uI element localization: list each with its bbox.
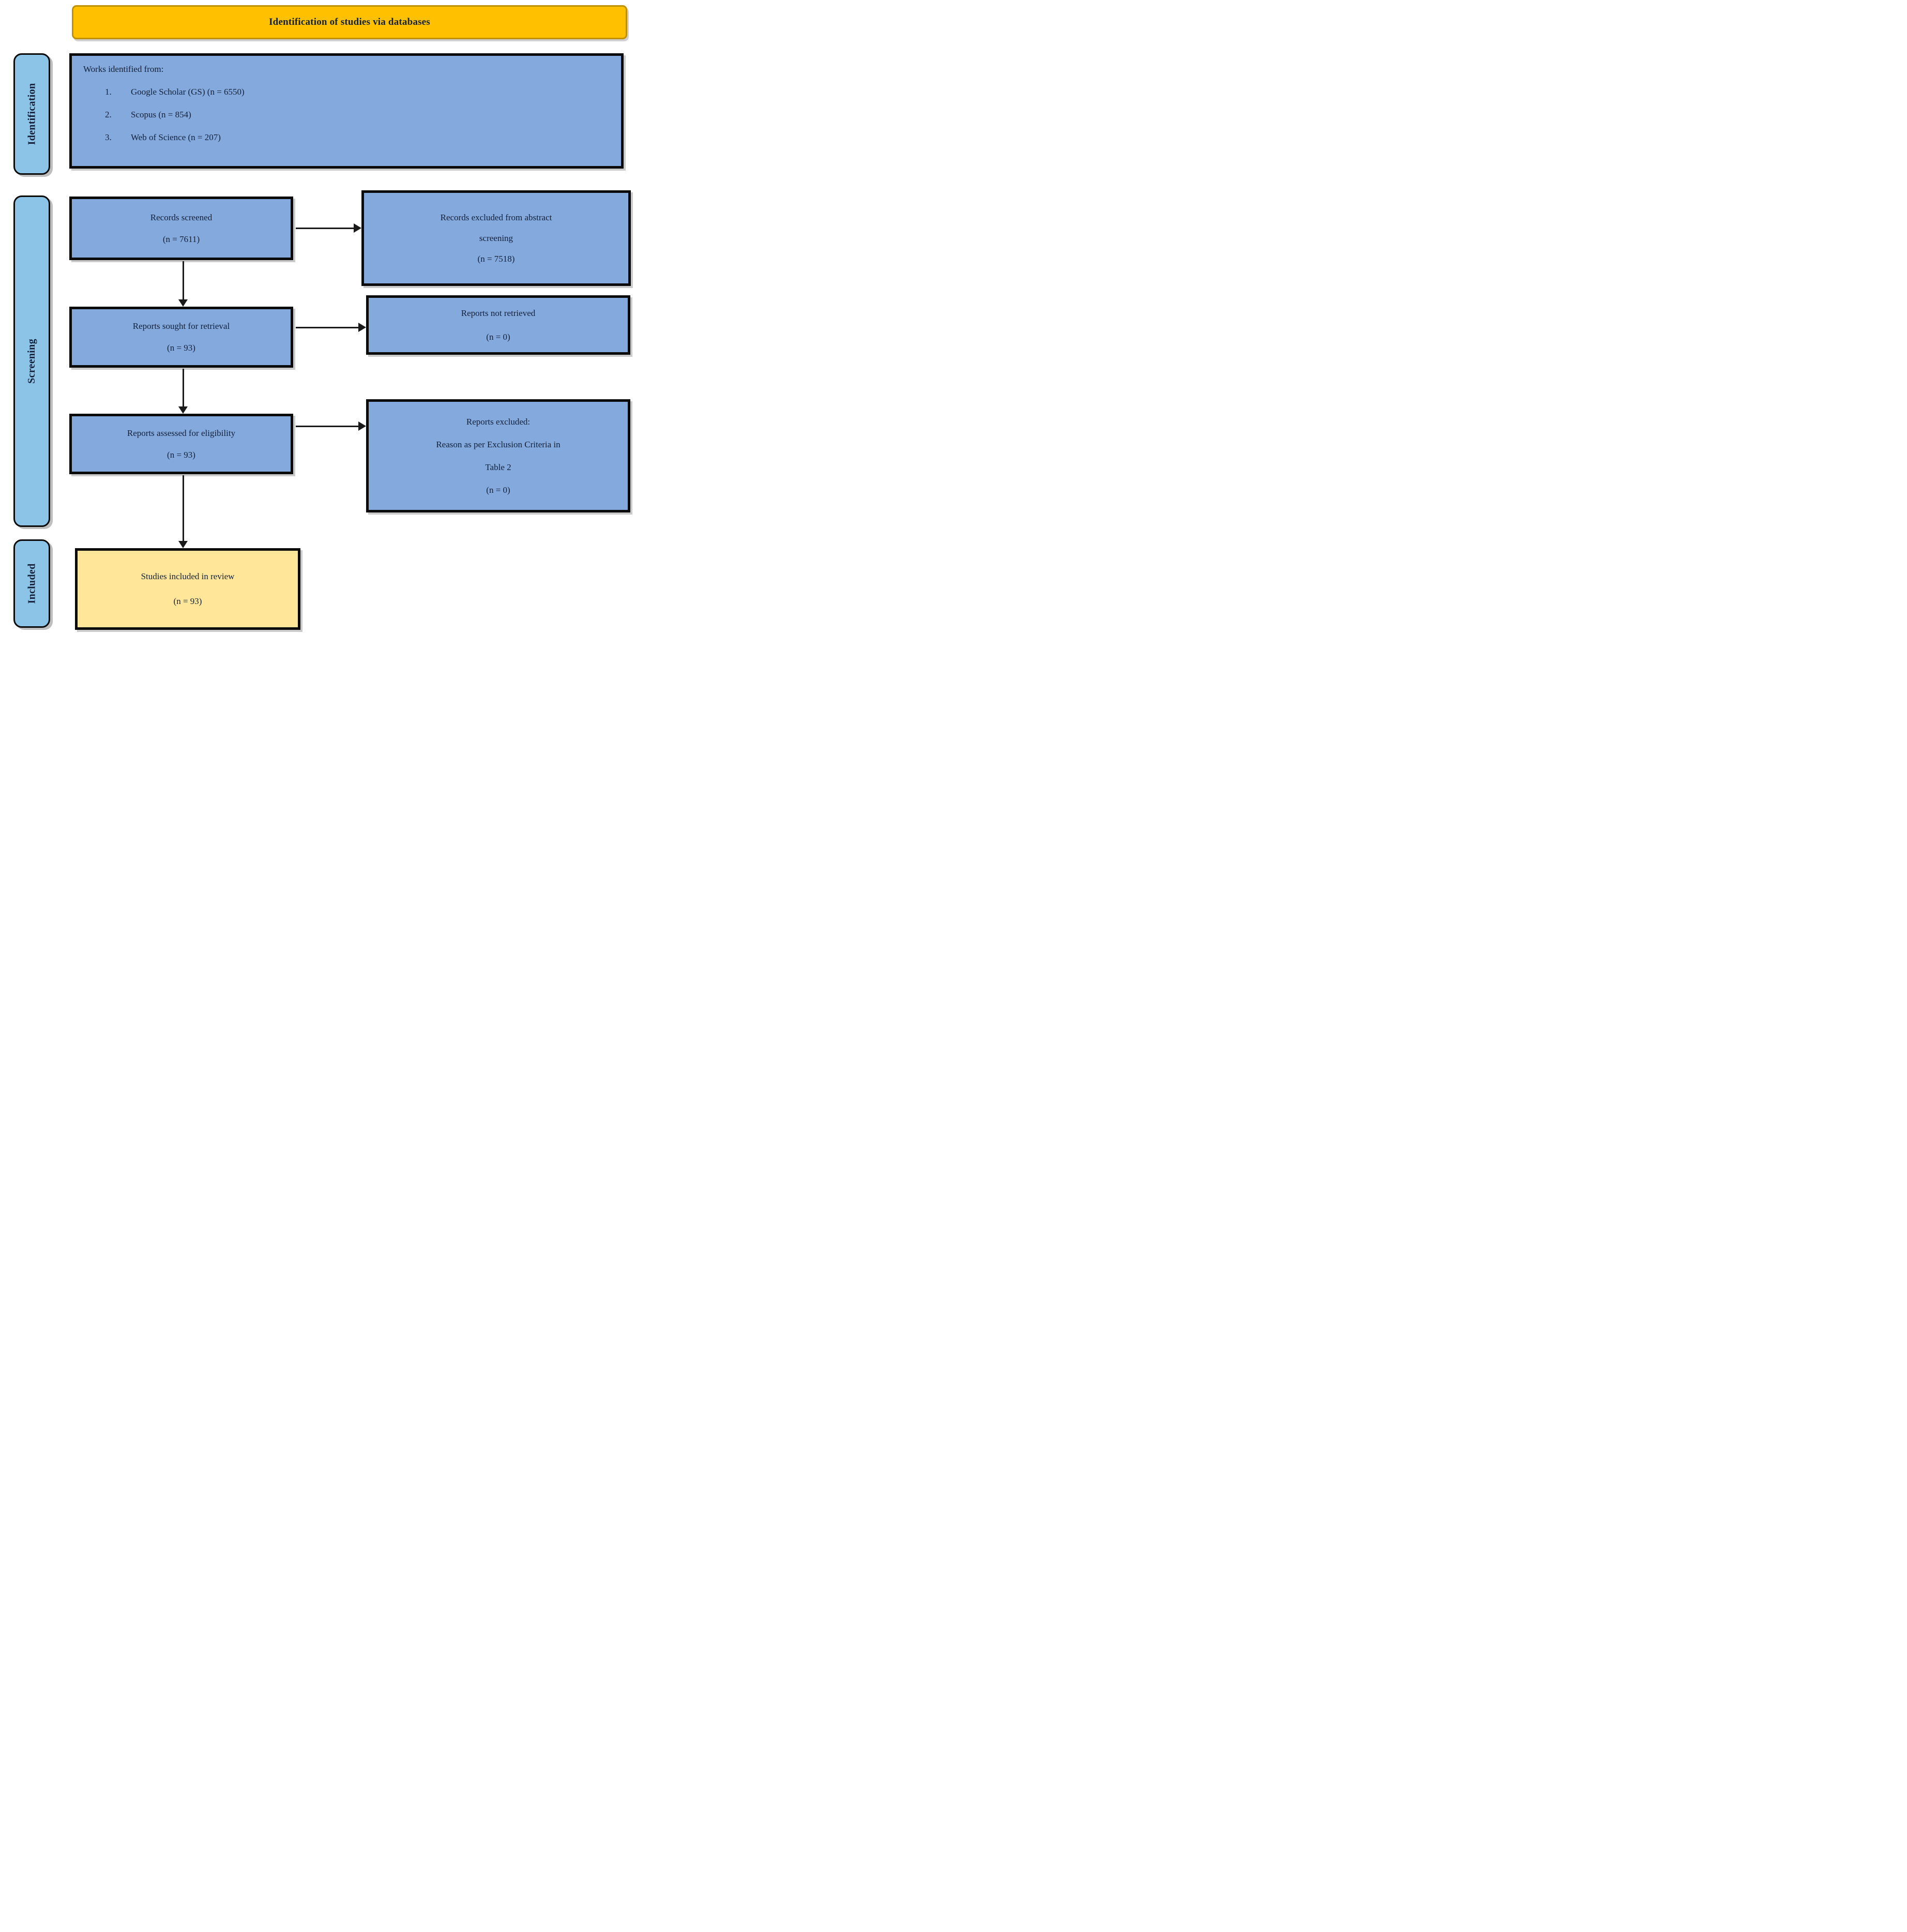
arrow-line — [296, 425, 360, 427]
arrow-head-right-icon — [358, 421, 366, 431]
stage-identification-label: Identification — [26, 83, 38, 145]
stage-identification: Identification — [13, 53, 50, 175]
box-line: (n = 0) — [486, 485, 510, 495]
stage-screening: Screening — [13, 195, 50, 527]
box-records-excluded: Records excluded from abstract screening… — [361, 190, 631, 286]
list-item-number: 1. — [105, 87, 112, 97]
stage-included: Included — [13, 539, 50, 628]
box-line: Studies included in review — [141, 571, 235, 581]
arrow-assessed-to-included — [177, 475, 189, 548]
prisma-flow-diagram: Identification of studies via databases … — [0, 0, 635, 644]
stage-screening-label: Screening — [26, 339, 37, 384]
box-line: Reports excluded: — [466, 416, 531, 427]
arrow-line — [296, 326, 360, 328]
arrow-line — [182, 369, 184, 408]
box-reports-sought: Reports sought for retrieval (n = 93) — [69, 307, 293, 368]
box-line: (n = 93) — [173, 596, 202, 606]
box-line: screening — [479, 233, 513, 243]
arrow-head-down-icon — [178, 541, 188, 548]
box-records-screened: Records screened (n = 7611) — [69, 197, 293, 260]
arrow-screened-to-excluded — [296, 223, 361, 233]
works-identified-title: Works identified from: — [83, 64, 164, 74]
arrow-head-right-icon — [354, 223, 361, 233]
box-line: (n = 93) — [167, 343, 195, 353]
box-reports-not-retrieved: Reports not retrieved (n = 0) — [366, 295, 630, 355]
arrow-line — [296, 227, 355, 229]
arrow-head-down-icon — [178, 406, 188, 414]
list-item-scopus: 2. Scopus (n = 854) — [105, 110, 191, 120]
box-studies-included: Studies included in review (n = 93) — [75, 548, 300, 630]
header-banner: Identification of studies via databases — [72, 5, 627, 39]
box-works-identified: Works identified from: 1. Google Scholar… — [69, 53, 624, 169]
header-title: Identification of studies via databases — [269, 17, 430, 27]
box-line: (n = 93) — [167, 449, 195, 460]
arrow-assessed-to-excluded — [296, 421, 366, 431]
box-line: Reports assessed for eligibility — [127, 428, 236, 438]
box-line: Reports sought for retrieval — [132, 321, 230, 331]
list-item-google-scholar: 1. Google Scholar (GS) (n = 6550) — [105, 87, 245, 97]
box-line: (n = 7518) — [477, 253, 515, 264]
arrow-sought-to-not-retrieved — [296, 323, 366, 332]
box-reports-assessed: Reports assessed for eligibility (n = 93… — [69, 414, 293, 474]
arrow-line — [182, 475, 184, 542]
box-line: (n = 0) — [486, 331, 510, 342]
list-item-label: Web of Science (n = 207) — [131, 132, 221, 142]
box-line: Table 2 — [485, 462, 511, 472]
list-item-number: 2. — [105, 110, 112, 119]
arrow-head-right-icon — [358, 323, 366, 332]
box-line: (n = 7611) — [162, 234, 200, 244]
box-line: Records screened — [150, 212, 213, 222]
arrow-line — [182, 261, 184, 301]
list-item-label: Scopus (n = 854) — [131, 110, 191, 119]
arrow-sought-to-assessed — [177, 369, 189, 414]
arrow-screened-to-sought — [177, 261, 189, 307]
box-line: Records excluded from abstract — [440, 212, 552, 222]
box-line: Reason as per Exclusion Criteria in — [436, 439, 561, 449]
stage-included-label: Included — [26, 563, 37, 604]
list-item-number: 3. — [105, 132, 112, 142]
box-line: Reports not retrieved — [461, 308, 536, 318]
list-item-label: Google Scholar (GS) (n = 6550) — [131, 87, 245, 97]
box-reports-excluded: Reports excluded: Reason as per Exclusio… — [366, 399, 630, 512]
arrow-head-down-icon — [178, 299, 188, 307]
list-item-web-of-science: 3. Web of Science (n = 207) — [105, 132, 221, 143]
